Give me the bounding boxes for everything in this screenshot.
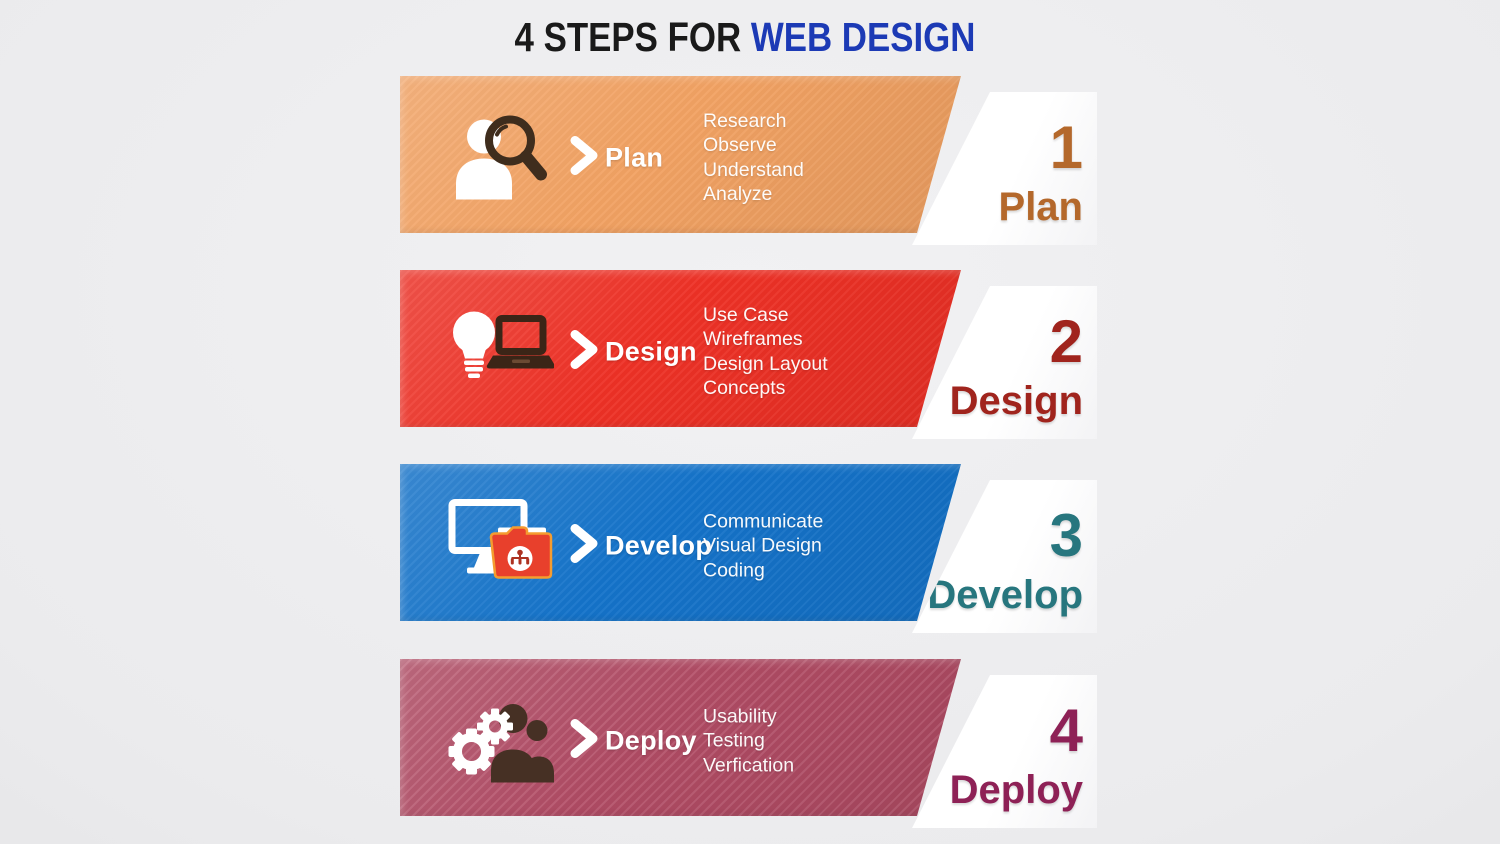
list-item: Observe bbox=[703, 134, 777, 157]
list-item: Design Layout bbox=[703, 352, 828, 375]
list-item: Wireframes bbox=[703, 328, 803, 351]
list-item: Understand bbox=[703, 158, 804, 181]
step-tab-label: Develop bbox=[927, 573, 1083, 617]
step-tab-label: Deploy bbox=[949, 768, 1083, 812]
gears-people-icon bbox=[444, 690, 556, 791]
list-item: Analyze bbox=[703, 183, 773, 206]
bulb-laptop-icon bbox=[444, 301, 554, 402]
page-title: 4 STEPS FOR WEB DESIGN bbox=[426, 14, 1064, 66]
list-item: Coding bbox=[703, 558, 765, 581]
step-items-list: Research Observe Understand Analyze bbox=[703, 109, 804, 207]
step-row-plan: 1 Plan Plan Research Obse bbox=[0, 0, 1500, 245]
chevron-icon bbox=[570, 523, 598, 568]
step-tab-label: Design bbox=[949, 379, 1083, 423]
chevron-icon bbox=[570, 329, 598, 374]
step-name-label: Deploy bbox=[605, 725, 697, 756]
list-item: Visual Design bbox=[703, 534, 822, 557]
step-name-label: Plan bbox=[605, 142, 664, 173]
step-number: 4 bbox=[1049, 697, 1083, 764]
step-number: 1 bbox=[1049, 114, 1083, 181]
list-item: Verfication bbox=[703, 753, 795, 776]
step-banner-plan: Plan Research Observe Understand Analyze bbox=[400, 76, 961, 233]
step-name-label: Design bbox=[605, 336, 697, 367]
step-items-list: Usability Testing Verfication bbox=[703, 704, 794, 778]
step-banner-deploy: Deploy Usability Testing Verfication bbox=[400, 659, 961, 816]
chevron-icon bbox=[570, 718, 598, 763]
step-items-list: Communicate Visual Design Coding bbox=[703, 509, 823, 583]
step-tab-label: Plan bbox=[998, 185, 1083, 229]
list-item: Research bbox=[703, 109, 787, 132]
step-items-list: Use Case Wireframes Design Layout Concep… bbox=[703, 303, 828, 401]
list-item: Concepts bbox=[703, 377, 786, 400]
list-item: Testing bbox=[703, 729, 765, 752]
list-item: Usability bbox=[703, 704, 777, 727]
step-banner-develop: Develop Communicate Visual Design Coding bbox=[400, 464, 961, 621]
title-prefix: 4 STEPS FOR bbox=[514, 14, 751, 60]
chevron-icon bbox=[570, 135, 598, 180]
person-magnifier-icon bbox=[444, 107, 554, 208]
monitor-folder-icon bbox=[444, 495, 554, 596]
step-number: 3 bbox=[1049, 502, 1083, 569]
step-name-label: Develop bbox=[605, 530, 713, 561]
list-item: Use Case bbox=[703, 303, 789, 326]
step-tab-design: 2 Design bbox=[912, 286, 1097, 439]
step-number: 2 bbox=[1049, 308, 1083, 375]
list-item: Communicate bbox=[703, 509, 824, 532]
step-banner-design: Design Use Case Wireframes Design Layout… bbox=[400, 270, 961, 427]
title-highlight: WEB DESIGN bbox=[750, 14, 976, 60]
step-row-design: 2 Design Design bbox=[0, 0, 1500, 439]
